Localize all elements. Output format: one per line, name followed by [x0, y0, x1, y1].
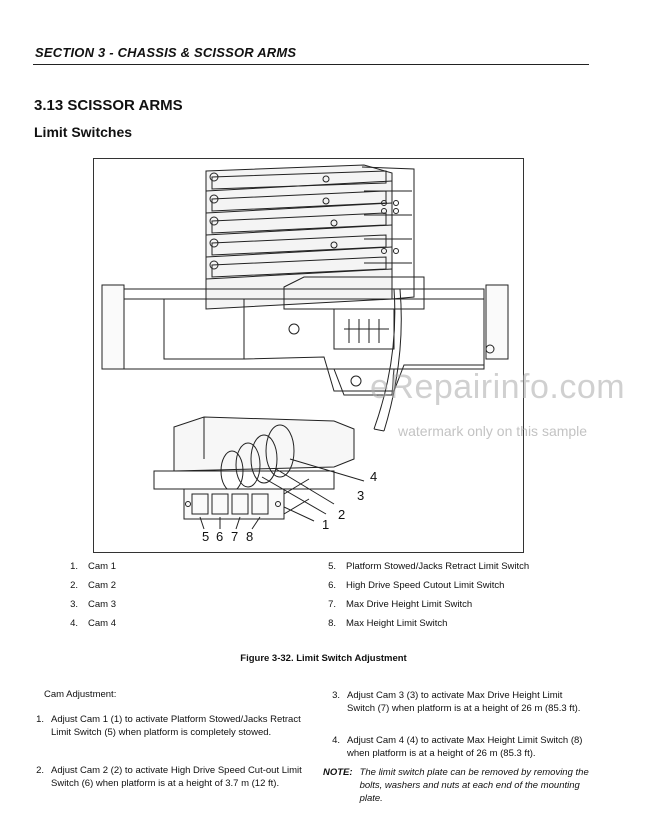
cam-assembly-detail: [153, 416, 355, 520]
note-label: NOTE:: [323, 767, 353, 778]
figure-frame: 1 2 3 4 5 6 7 8: [93, 158, 524, 553]
callout-1: 1: [322, 517, 329, 532]
callout-2: 2: [338, 507, 345, 522]
note-text: The limit switch plate can be removed by…: [359, 767, 589, 804]
note: NOTE: The limit switch plate can be remo…: [323, 766, 593, 805]
legend-item: 4.Cam 4: [70, 618, 116, 629]
cam-adjustment-heading: Cam Adjustment:: [44, 689, 117, 700]
header-rule: [33, 64, 589, 65]
callout-4: 4: [370, 469, 377, 484]
section-title: 3.13 SCISSOR ARMS: [34, 97, 183, 114]
legend-item: 8.Max Height Limit Switch: [328, 618, 448, 629]
figure-legend-left: 1.Cam 1 2.Cam 2 3.Cam 3 4.Cam 4: [60, 561, 116, 637]
instruction-step: 2. Adjust Cam 2 (2) to activate High Dri…: [36, 765, 302, 789]
legend-item: 6.High Drive Speed Cutout Limit Switch: [328, 580, 505, 591]
legend-item: 7.Max Drive Height Limit Switch: [328, 599, 473, 610]
limit-switch-illustration: 1 2 3 4 5 6 7 8: [101, 164, 509, 544]
figure-legend-right: 5.Platform Stowed/Jacks Retract Limit Sw…: [318, 561, 529, 637]
legend-item: 3.Cam 3: [70, 599, 116, 610]
callout-6: 6: [216, 529, 223, 544]
subsection-title: Limit Switches: [34, 124, 133, 140]
callout-3: 3: [357, 488, 364, 503]
callout-7: 7: [231, 529, 238, 544]
chassis-frame: [101, 276, 509, 432]
scissor-arm-stack: [205, 164, 415, 310]
legend-item: 5.Platform Stowed/Jacks Retract Limit Sw…: [328, 561, 530, 572]
figure-caption: Figure 3-32. Limit Switch Adjustment: [240, 653, 407, 664]
legend-item: 2.Cam 2: [70, 580, 116, 591]
callout-leaders: [199, 458, 365, 530]
callout-8: 8: [246, 529, 253, 544]
watermark-logo: eRepairinfo.com: [370, 368, 626, 406]
instruction-step: 3. Adjust Cam 3 (3) to activate Max Driv…: [332, 690, 581, 714]
section-header: SECTION 3 - CHASSIS & SCISSOR ARMS: [35, 45, 297, 60]
callout-5: 5: [202, 529, 209, 544]
instruction-step: 4. Adjust Cam 4 (4) to activate Max Heig…: [332, 735, 583, 759]
legend-item: 1.Cam 1: [70, 561, 116, 572]
watermark-subtitle: watermark only on this sample: [398, 423, 588, 439]
instruction-step: 1. Adjust Cam 1 (1) to activate Platform…: [36, 714, 301, 738]
